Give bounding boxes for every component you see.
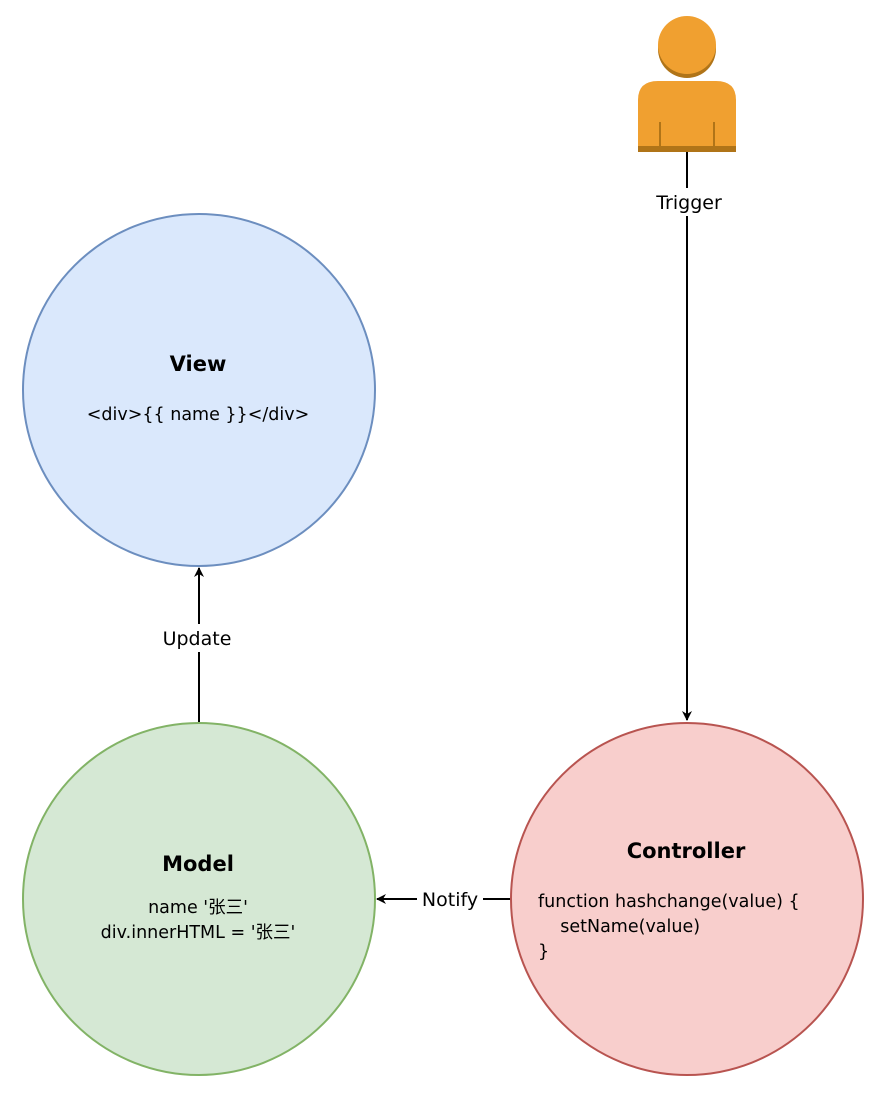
notify-label-bg — [417, 886, 483, 914]
controller-circle — [510, 722, 864, 1076]
notify-label: Notify — [422, 889, 478, 911]
model-line-2: div.innerHTML = '张三' — [101, 923, 296, 943]
controller-title: Controller — [627, 839, 746, 863]
view-circle — [22, 213, 376, 567]
update-label: Update — [163, 628, 232, 650]
controller-line-2: setName(value) — [538, 917, 700, 937]
user-base — [638, 146, 736, 152]
model-node: Model name '张三' div.innerHTML = '张三' — [22, 722, 376, 1076]
notify-edge: Notify — [376, 886, 511, 914]
trigger-label: Trigger — [655, 192, 722, 214]
controller-line-1: function hashchange(value) { — [538, 892, 800, 912]
view-line-1: <div>{{ name }}</div> — [87, 405, 310, 425]
model-title: Model — [162, 852, 234, 876]
view-title: View — [170, 352, 227, 376]
view-node: View <div>{{ name }}</div> — [22, 213, 376, 567]
user-icon — [638, 16, 736, 152]
model-circle — [22, 722, 376, 1076]
controller-line-3: } — [538, 942, 549, 962]
update-label-bg — [154, 624, 240, 652]
controller-node: Controller function hashchange(value) { … — [510, 722, 864, 1076]
update-edge: Update — [154, 567, 240, 722]
trigger-label-bg — [648, 188, 728, 216]
user-body — [638, 81, 736, 152]
trigger-edge: Trigger — [648, 152, 728, 721]
user-head — [658, 16, 716, 74]
model-line-1: name '张三' — [148, 898, 248, 918]
